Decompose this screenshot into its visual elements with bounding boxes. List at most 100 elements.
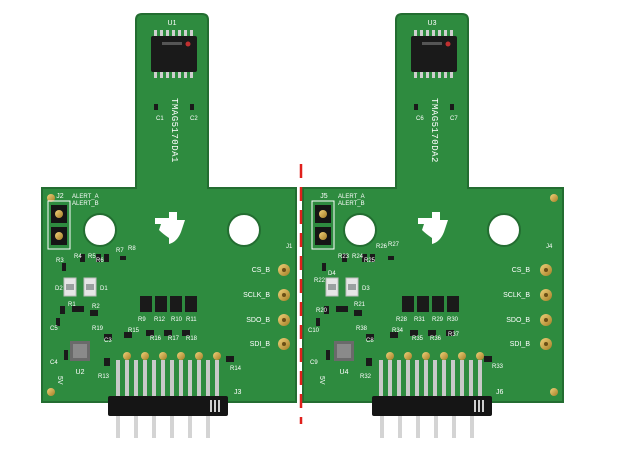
- label-r26: R26: [376, 244, 388, 250]
- corner-pad: [47, 388, 55, 396]
- cap-label: C2: [190, 116, 198, 122]
- label-r8: R8: [128, 246, 136, 252]
- led-d4: [325, 277, 339, 297]
- alert-a-label: ALERT_A: [72, 194, 99, 200]
- pin-sdo[interactable]: SDO_B: [246, 314, 290, 326]
- label-r2: R2: [92, 304, 100, 310]
- label-r18: R18: [186, 336, 198, 342]
- label-r38: R38: [356, 326, 368, 332]
- pin-sclk[interactable]: SCLK_B: [243, 289, 290, 301]
- label-r5: R5: [88, 254, 96, 260]
- chip-name: TMAG5170DA1: [169, 98, 179, 163]
- label-r10: R10: [171, 317, 183, 323]
- sensor-chip: [151, 30, 197, 78]
- label-r15: R15: [128, 328, 140, 334]
- cap-label: C7: [450, 116, 458, 122]
- conn-ref: J4: [546, 244, 553, 250]
- mounting-hole: [487, 213, 521, 247]
- pin-cs[interactable]: CS_B: [512, 264, 552, 276]
- bottom-header-ref: J3: [234, 389, 242, 396]
- label-d2: D2: [55, 286, 63, 292]
- svg-text:SCLK_B: SCLK_B: [503, 292, 530, 299]
- label-r23: R23: [338, 254, 350, 260]
- voltage-label: 5V: [318, 376, 325, 385]
- label-r11: R11: [186, 317, 197, 323]
- svg-text:SDO_B: SDO_B: [506, 317, 530, 324]
- alert-b-label: ALERT_B: [72, 201, 99, 207]
- label-r32: R32: [360, 374, 372, 380]
- header-ref: J2: [56, 193, 64, 200]
- resistor-array: [140, 296, 197, 312]
- label-r9: R9: [138, 317, 146, 323]
- regulator-ref: U4: [340, 369, 349, 376]
- svg-text:SDO_B: SDO_B: [246, 317, 270, 324]
- voltage-label: 5V: [56, 376, 63, 385]
- label-r35: R35: [412, 336, 424, 342]
- corner-pad: [47, 194, 55, 202]
- bottom-pin-header[interactable]: [108, 352, 228, 438]
- label-d4: D4: [328, 271, 336, 277]
- sensor-chip: [411, 30, 457, 78]
- led-d3: [345, 277, 359, 297]
- header-ref: J5: [320, 193, 328, 200]
- label-c4: C4: [50, 360, 58, 366]
- svg-text:SDI_B: SDI_B: [250, 341, 271, 348]
- mounting-hole: [227, 213, 261, 247]
- alert-header[interactable]: [47, 200, 71, 250]
- svg-text:SDI_B: SDI_B: [510, 341, 531, 348]
- label-r24: R24: [352, 254, 364, 260]
- ti-logo-icon: [155, 212, 185, 244]
- label-r28: R28: [396, 317, 408, 323]
- label-r21: R21: [354, 302, 366, 308]
- label-d1: D1: [100, 286, 108, 292]
- led-d1: [83, 277, 97, 297]
- alert-header[interactable]: [311, 200, 335, 250]
- label-c3: C3: [104, 338, 112, 344]
- label-r17: R17: [168, 336, 180, 342]
- label-c10: C10: [308, 328, 320, 334]
- alert-a-label: ALERT_A: [338, 194, 365, 200]
- label-r14: R14: [230, 366, 242, 372]
- label-r25: R25: [364, 258, 376, 264]
- label-r19: R19: [92, 326, 104, 332]
- right-module: U3 C6 C7 TMAG5170DA2 J5 ALERT_A ALERT_B: [302, 13, 564, 438]
- pin-sclk[interactable]: SCLK_B: [503, 289, 552, 301]
- pin-cs[interactable]: CS_B: [252, 264, 290, 276]
- mounting-hole: [343, 213, 377, 247]
- corner-pad: [550, 388, 558, 396]
- ti-logo-icon: [418, 212, 448, 244]
- label-r22: R22: [314, 278, 326, 284]
- label-r30: R30: [447, 317, 459, 323]
- chip-name: TMAG5170DA2: [429, 98, 439, 163]
- label-r1: R1: [68, 302, 76, 308]
- svg-text:CS_B: CS_B: [512, 267, 531, 274]
- label-r3: R3: [56, 258, 64, 264]
- label-r36: R36: [430, 336, 442, 342]
- pin-sdi[interactable]: SDI_B: [250, 338, 290, 350]
- chip-ref: U3: [428, 20, 437, 27]
- label-r20: R20: [316, 308, 328, 314]
- chip-ref: U1: [168, 20, 177, 27]
- label-r37: R37: [448, 332, 460, 338]
- conn-ref: J1: [286, 244, 293, 250]
- pin-sdi[interactable]: SDI_B: [510, 338, 552, 350]
- label-c8: C8: [366, 338, 374, 344]
- label-r12: R12: [154, 317, 166, 323]
- label-r27: R27: [388, 242, 400, 248]
- label-r31: R31: [414, 317, 426, 323]
- svg-text:SCLK_B: SCLK_B: [243, 292, 270, 299]
- label-r33: R33: [492, 364, 504, 370]
- bottom-pin-header[interactable]: [372, 352, 492, 438]
- label-c9: C9: [310, 360, 318, 366]
- label-r16: R16: [150, 336, 162, 342]
- pin-sdo[interactable]: SDO_B: [506, 314, 552, 326]
- mounting-hole: [83, 213, 117, 247]
- label-r34: R34: [392, 328, 404, 334]
- svg-text:CS_B: CS_B: [252, 267, 271, 274]
- label-r29: R29: [432, 317, 444, 323]
- regulator-chip: [334, 341, 354, 361]
- led-d2: [63, 277, 77, 297]
- regulator-ref: U2: [76, 369, 85, 376]
- cap-label: C6: [416, 116, 424, 122]
- label-r7: R7: [116, 248, 124, 254]
